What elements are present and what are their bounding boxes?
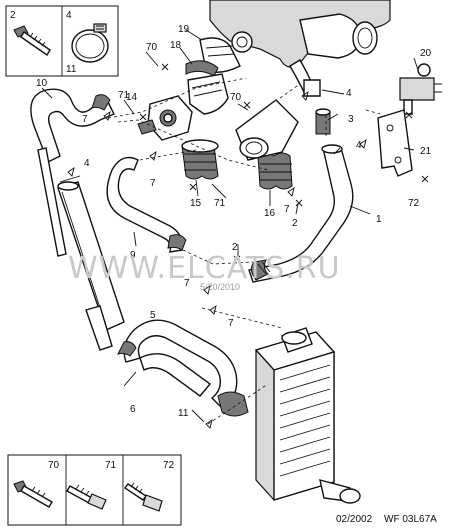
callout-7b: 7	[150, 178, 156, 189]
callout-7a: 7	[82, 114, 88, 125]
callout-15: 15	[190, 198, 202, 209]
callout-2a: 2	[292, 218, 298, 229]
part-14-throttle-body	[137, 95, 193, 141]
part-20-solenoid-valve	[399, 63, 442, 115]
callout-71b: 71	[214, 198, 226, 209]
callout-71a: 71	[118, 90, 130, 101]
assembly-leaders	[107, 77, 381, 425]
legend-top-label-b: 4	[66, 10, 72, 21]
part-18-elbow	[187, 73, 229, 115]
part-9-hose	[106, 156, 187, 253]
callout-20: 20	[420, 48, 432, 59]
legend-top: 2 4 11	[5, 5, 119, 77]
part-6-hose	[117, 319, 249, 417]
part-3-sleeve	[315, 108, 331, 135]
footer-ref: WF 03L67A	[384, 514, 437, 525]
callout-70b: 70	[230, 92, 242, 103]
callout-2b: 2	[232, 242, 238, 253]
callout-4a: 4	[346, 88, 352, 99]
direction-markers	[67, 90, 367, 429]
part-8-rigid-pipe	[37, 147, 125, 351]
part-16-bellows-hose	[235, 99, 299, 190]
part-10-hose	[30, 88, 115, 163]
watermark-date: 5/20/2010	[200, 282, 240, 292]
callout-leaders	[41, 29, 419, 423]
legend-bottom-label-b: 71	[105, 460, 117, 471]
callout-4c: 4	[84, 158, 90, 169]
callout-5: 5	[150, 310, 156, 321]
callout-21: 21	[420, 146, 432, 157]
bolt-icon	[13, 25, 51, 57]
legend-bottom-label-a: 70	[48, 460, 60, 471]
callout-72: 72	[408, 198, 420, 209]
callout-7d: 7	[184, 278, 190, 289]
watermark: WWW.ELCATS.RU	[68, 251, 341, 286]
callout-6: 6	[130, 404, 136, 415]
callout-3: 3	[348, 114, 354, 125]
callout-70a: 70	[146, 42, 158, 53]
flange-bolt-icon	[13, 480, 53, 508]
legend-top-label-c: 11	[66, 64, 77, 75]
callout-14: 14	[126, 92, 138, 103]
callout-4b: 4	[356, 140, 362, 151]
legend-bottom-label-c: 72	[163, 460, 175, 471]
legend-bottom: 70 71 72	[7, 454, 182, 526]
callout-7c: 7	[284, 204, 290, 215]
part-15-bellows-hose	[181, 139, 219, 180]
intercooler	[254, 327, 361, 504]
callout-10: 10	[36, 78, 48, 89]
screw-icon	[123, 482, 163, 512]
legend-top-label-a: 2	[10, 10, 16, 21]
callout-19: 19	[178, 24, 190, 35]
callout-9: 9	[130, 250, 136, 261]
stud-bolt-icon	[66, 484, 107, 510]
callout-7e: 7	[228, 318, 234, 329]
part-21-bracket	[377, 109, 413, 177]
callout-18: 18	[170, 40, 182, 51]
hose-clamp-icon	[71, 23, 109, 63]
turbocharger-housing	[209, 0, 391, 93]
callout-11: 11	[178, 408, 189, 419]
fastener-marks	[139, 63, 429, 263]
callout-labels: 1 2 2 3 4 4 4 5 6 7 7 7 7 7 9 10 11 14 1…	[36, 24, 432, 419]
footer-date: 02/2002	[336, 514, 373, 525]
callout-16: 16	[264, 208, 276, 219]
callout-1: 1	[376, 214, 382, 225]
